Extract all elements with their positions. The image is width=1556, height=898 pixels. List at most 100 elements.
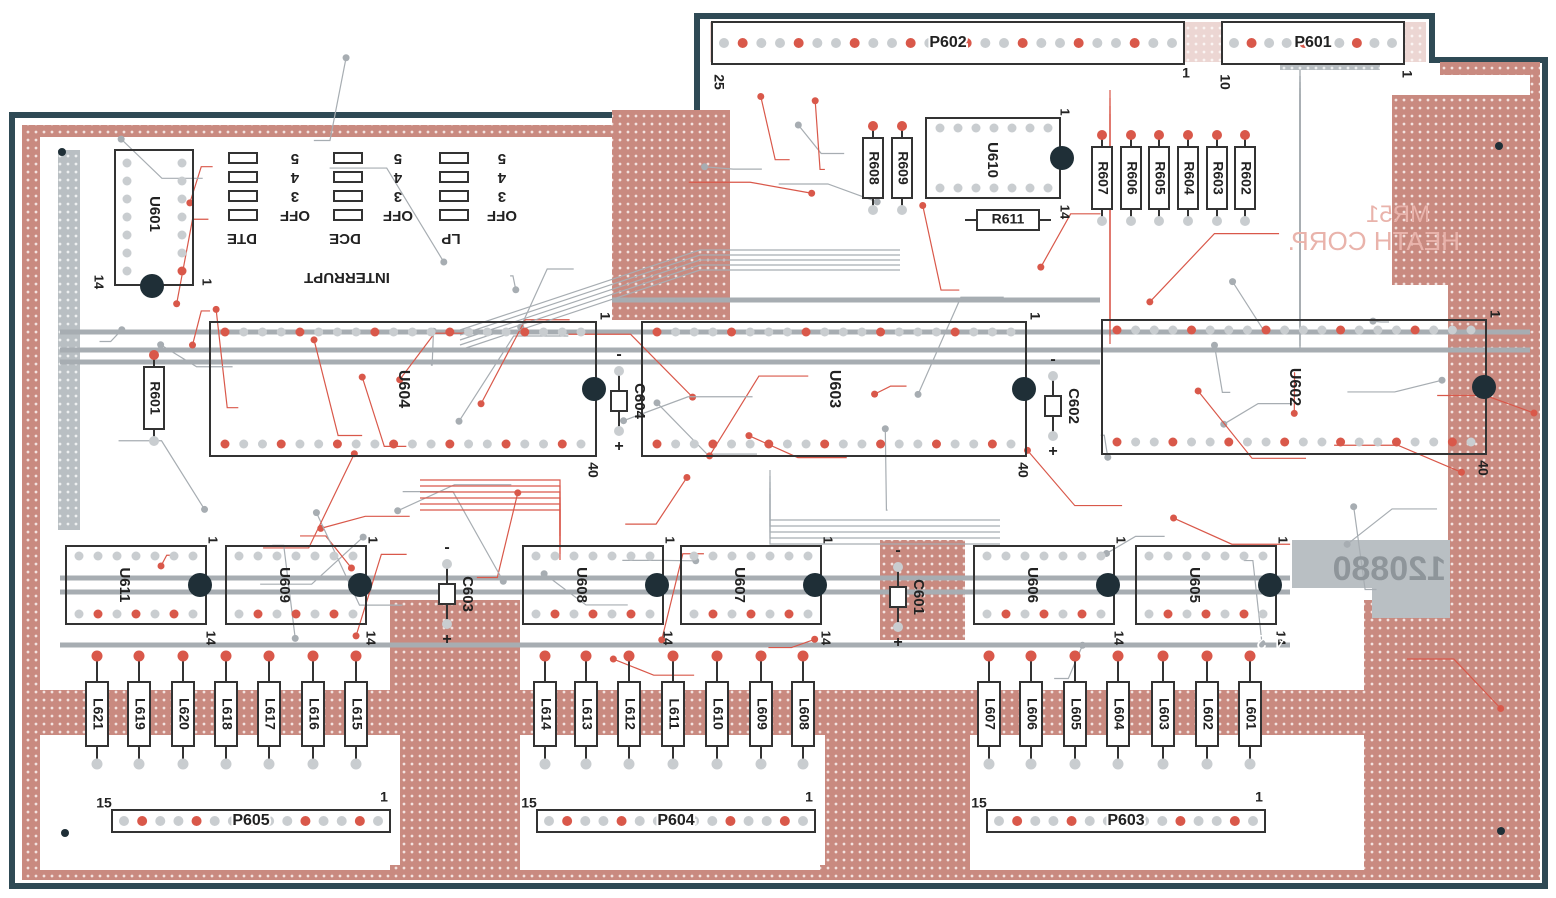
switch-value: 3 (394, 188, 402, 205)
pad (690, 552, 699, 561)
pad (984, 651, 995, 662)
pad (635, 816, 645, 826)
pad (756, 651, 767, 662)
pad (1044, 184, 1053, 193)
switch-slot (334, 172, 362, 182)
pad (1240, 552, 1249, 561)
cap-label: C602 (1065, 388, 1082, 424)
ind-label: L612 (622, 698, 638, 730)
pad (577, 328, 586, 337)
pin-label: 14 (364, 631, 379, 646)
pad (1259, 552, 1268, 561)
ind-label: L611 (666, 698, 682, 729)
pad (850, 38, 860, 48)
pad (712, 651, 723, 662)
pad (627, 610, 636, 619)
pad (157, 341, 164, 348)
pad (92, 651, 103, 662)
pad (1194, 816, 1204, 826)
res-label: R604 (1181, 161, 1197, 195)
pin-label: 1 (1399, 70, 1415, 78)
pad (738, 38, 748, 48)
pad (337, 816, 347, 826)
pad (442, 619, 452, 629)
pad (1113, 651, 1124, 662)
pad (932, 328, 941, 337)
pad (1248, 816, 1258, 826)
pad (653, 399, 660, 406)
mount-hole (1258, 573, 1282, 597)
pad (189, 610, 198, 619)
pad (239, 328, 248, 337)
pad (282, 816, 292, 826)
cap-plus: + (442, 631, 451, 648)
pad (562, 816, 572, 826)
pad (118, 326, 125, 333)
pad (811, 636, 818, 643)
pad (352, 328, 361, 337)
pad (747, 610, 756, 619)
pad (683, 474, 690, 481)
pad (1245, 759, 1256, 770)
pad (300, 816, 310, 826)
pad (149, 350, 159, 360)
pin-label: 15 (521, 795, 537, 811)
pad (1187, 438, 1196, 447)
pad (343, 54, 350, 61)
pad (1097, 216, 1107, 226)
pad (408, 440, 417, 449)
pad (1373, 438, 1382, 447)
pad (394, 507, 401, 514)
ind-label: L604 (1111, 698, 1127, 730)
pin-label: 15 (971, 795, 987, 811)
pad (725, 816, 735, 826)
pad (994, 816, 1004, 826)
pad (812, 97, 819, 104)
pad (1007, 328, 1016, 337)
pad (868, 121, 878, 131)
pad (893, 622, 903, 632)
mount-hole (645, 573, 669, 597)
pad (608, 552, 617, 561)
pad (775, 38, 785, 48)
switch-slot (440, 191, 468, 201)
chip-label: U601 (146, 196, 163, 232)
pad (746, 328, 755, 337)
pad (502, 440, 511, 449)
pad (352, 440, 361, 449)
pad (646, 610, 655, 619)
pad (1230, 816, 1240, 826)
pad (1202, 610, 1211, 619)
pad (1247, 38, 1257, 48)
pad (913, 328, 922, 337)
pad (373, 816, 383, 826)
switch-value: 5 (291, 150, 299, 167)
pad (1369, 38, 1379, 48)
pin-label: 14 (204, 631, 219, 646)
pad (766, 552, 775, 561)
switch-value: 4 (497, 169, 506, 186)
pad (132, 610, 141, 619)
pad (192, 816, 202, 826)
mounting-hole (1495, 142, 1503, 150)
pad (1429, 438, 1438, 447)
pad (1282, 38, 1292, 48)
pin-label: 40 (1015, 462, 1031, 478)
pad (258, 440, 267, 449)
ind-label: L602 (1200, 698, 1216, 730)
pad (954, 184, 963, 193)
pad (785, 552, 794, 561)
switch-slot (440, 153, 468, 163)
pad (795, 121, 802, 128)
connector-p602: P602 (712, 22, 1184, 64)
pad (532, 552, 541, 561)
pad (1036, 38, 1046, 48)
res-label: R607 (1095, 161, 1111, 195)
pad (820, 328, 829, 337)
pad (839, 328, 848, 337)
connector-label: P604 (657, 812, 694, 829)
pad (1079, 642, 1086, 649)
ind-label: L618 (219, 698, 235, 730)
pad (273, 552, 282, 561)
pad (540, 651, 551, 662)
